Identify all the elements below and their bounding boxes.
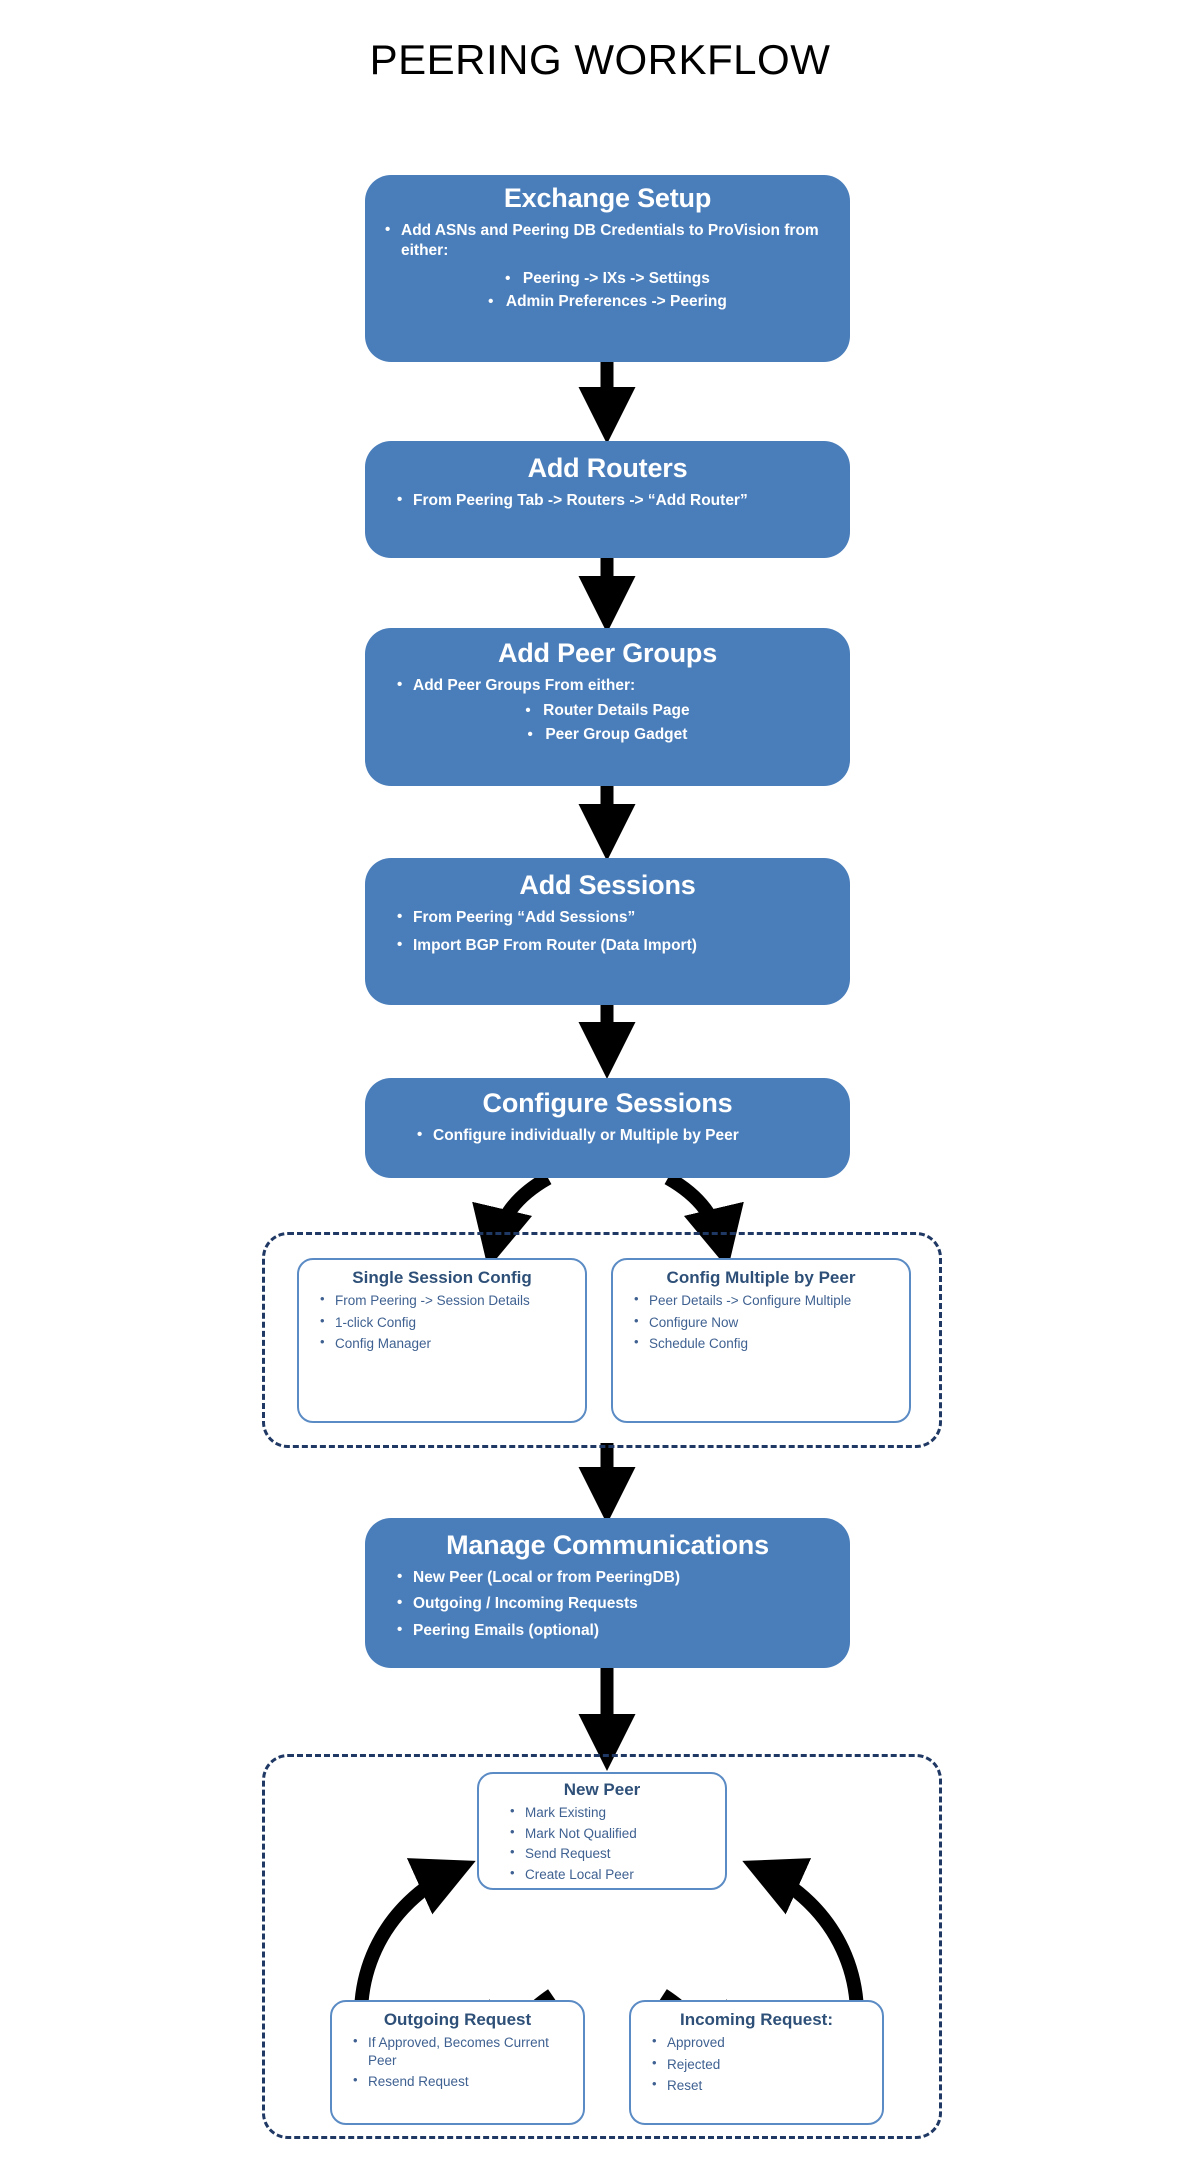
- sub-bullet-list: From Peering -> Session Details 1-click …: [309, 1291, 575, 1353]
- step-bullet-list: New Peer (Local or from PeeringDB) Outgo…: [379, 1567, 836, 1641]
- step-bullet: Add Peer Groups From either:: [391, 675, 836, 696]
- step-subbullet: Admin Preferences -> Peering: [379, 291, 836, 313]
- step-bullet-list: Configure individually or Multiple by Pe…: [379, 1125, 836, 1146]
- step-box-add-peer-groups[interactable]: Add Peer Groups Add Peer Groups From eit…: [365, 628, 850, 786]
- step-title: Add Peer Groups: [497, 638, 718, 668]
- step-title: Manage Communications: [446, 1530, 769, 1560]
- step-box-manage-communications[interactable]: Manage Communications New Peer (Local or…: [365, 1518, 850, 1668]
- step-bullet-list: From Peering “Add Sessions” Import BGP F…: [379, 907, 836, 957]
- sub-box-title: Config Multiple by Peer: [666, 1268, 856, 1287]
- sub-box-new-peer[interactable]: New Peer Mark Existing Mark Not Qualifie…: [477, 1772, 727, 1890]
- sub-bullet: Configure Now: [627, 1313, 899, 1332]
- sub-box-title: New Peer: [563, 1780, 641, 1799]
- sub-bullet: Rejected: [645, 2055, 872, 2074]
- sub-bullet-list: Peer Details -> Configure Multiple Confi…: [623, 1291, 899, 1353]
- step-bullet: Peering Emails (optional): [391, 1620, 836, 1641]
- sub-bullet: 1-click Config: [313, 1313, 575, 1332]
- step-bullet: Add ASNs and Peering DB Credentials to P…: [379, 220, 836, 262]
- step-bullet: New Peer (Local or from PeeringDB): [391, 1567, 836, 1588]
- step-subbullet: Peering -> IXs -> Settings: [379, 268, 836, 290]
- step-bullet: From Peering “Add Sessions”: [391, 907, 836, 928]
- sub-bullet: Schedule Config: [627, 1335, 899, 1353]
- step-title: Add Routers: [527, 453, 688, 483]
- step-bullet: From Peering Tab -> Routers -> “Add Rout…: [391, 490, 836, 511]
- sub-bullet: Peer Details -> Configure Multiple: [627, 1291, 899, 1310]
- step-bullet: Import BGP From Router (Data Import): [391, 935, 836, 956]
- sub-box-config-multiple-by-peer[interactable]: Config Multiple by Peer Peer Details -> …: [611, 1258, 911, 1423]
- step-subbullet: Router Details Page: [379, 700, 836, 722]
- step-box-configure-sessions[interactable]: Configure Sessions Configure individuall…: [365, 1078, 850, 1178]
- step-box-add-routers[interactable]: Add Routers From Peering Tab -> Routers …: [365, 441, 850, 558]
- step-bullet: Outgoing / Incoming Requests: [391, 1593, 836, 1614]
- sub-box-outgoing-request[interactable]: Outgoing Request If Approved, Becomes Cu…: [330, 2000, 585, 2125]
- sub-bullet-list: Approved Rejected Reset: [641, 2033, 872, 2095]
- sub-bullet: If Approved, Becomes Current Peer: [346, 2033, 573, 2069]
- step-title: Add Sessions: [519, 870, 696, 900]
- step-subbullet-list: Peering -> IXs -> Settings Admin Prefere…: [379, 268, 836, 313]
- peer-request-cycle-group: [262, 1754, 942, 2139]
- step-title: Configure Sessions: [482, 1088, 733, 1118]
- step-box-exchange-setup[interactable]: Exchange Setup Add ASNs and Peering DB C…: [365, 175, 850, 362]
- sub-bullet: Mark Not Qualified: [503, 1824, 715, 1843]
- step-box-add-sessions[interactable]: Add Sessions From Peering “Add Sessions”…: [365, 858, 850, 1005]
- sub-box-incoming-request[interactable]: Incoming Request: Approved Rejected Rese…: [629, 2000, 884, 2125]
- sub-box-title: Single Session Config: [352, 1268, 532, 1287]
- config-options-group: [262, 1232, 942, 1448]
- step-bullet: Configure individually or Multiple by Pe…: [411, 1125, 836, 1146]
- sub-bullet: Mark Existing: [503, 1803, 715, 1822]
- sub-bullet: From Peering -> Session Details: [313, 1291, 575, 1310]
- sub-box-title: Outgoing Request: [383, 2010, 532, 2029]
- sub-bullet-list: Mark Existing Mark Not Qualified Send Re…: [489, 1803, 715, 1884]
- sub-box-title: Incoming Request:: [679, 2010, 833, 2029]
- step-subbullet: Peer Group Gadget: [379, 724, 836, 746]
- sub-bullet: Config Manager: [313, 1335, 575, 1353]
- step-title: Exchange Setup: [503, 183, 712, 213]
- sub-bullet: Create Local Peer: [503, 1865, 715, 1884]
- sub-bullet-list: If Approved, Becomes Current Peer Resend…: [342, 2033, 573, 2091]
- step-subbullet-list: Router Details Page Peer Group Gadget: [379, 700, 836, 745]
- sub-bullet: Approved: [645, 2033, 872, 2052]
- sub-bullet: Send Request: [503, 1845, 715, 1863]
- page-title: PEERING WORKFLOW: [369, 36, 831, 83]
- sub-bullet: Resend Request: [346, 2073, 573, 2091]
- step-bullet-list: Add Peer Groups From either:: [379, 675, 836, 696]
- step-bullet-list: From Peering Tab -> Routers -> “Add Rout…: [379, 490, 836, 511]
- sub-bullet: Reset: [645, 2077, 872, 2095]
- step-bullet-list: Add ASNs and Peering DB Credentials to P…: [379, 220, 836, 262]
- sub-box-single-session-config[interactable]: Single Session Config From Peering -> Se…: [297, 1258, 587, 1423]
